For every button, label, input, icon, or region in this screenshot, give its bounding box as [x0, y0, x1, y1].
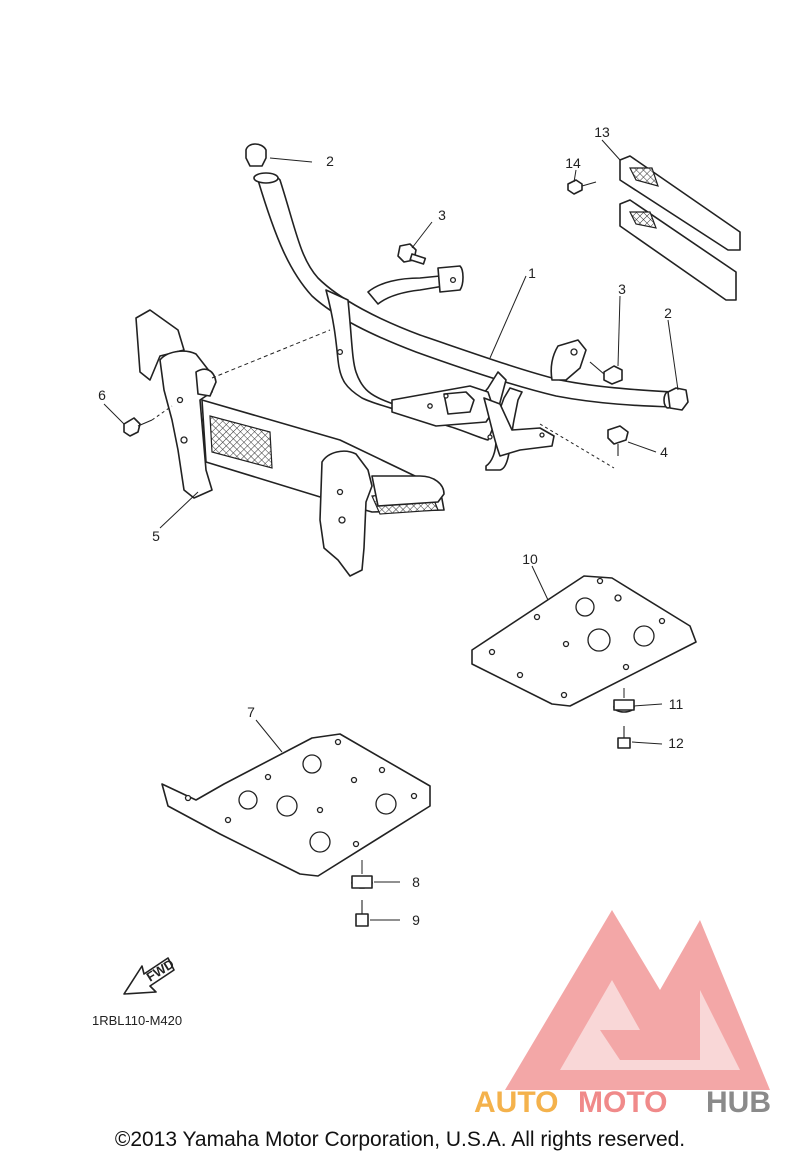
callout-2a: 2: [326, 153, 334, 169]
bolt-part-12: [617, 726, 631, 749]
fwd-label: FWD: [144, 956, 177, 984]
bolt-part-3a: [397, 243, 427, 265]
callout-4: 4: [660, 444, 668, 460]
bolt-part-4: [539, 423, 629, 469]
bolt-part-9: [355, 900, 369, 927]
callout-9: 9: [412, 912, 420, 928]
callout-1: 1: [528, 265, 536, 281]
watermark-text-hub: HUB: [706, 1086, 771, 1119]
callout-5: 5: [152, 528, 160, 544]
callout-3b: 3: [618, 281, 626, 297]
watermark-text: AUTO MOTO HUB: [474, 1086, 771, 1119]
skid-plate-part-10: [471, 575, 697, 707]
collar-part-8: [351, 860, 373, 889]
copyright-notice: ©2013 Yamaha Motor Corporation, U.S.A. A…: [114, 1128, 686, 1151]
bolt-part-3b: [589, 361, 623, 385]
cap-part-2a: [245, 143, 267, 167]
front-guard-part-5: [135, 309, 445, 577]
callout-6: 6: [98, 387, 106, 403]
callout-14: 14: [565, 155, 581, 171]
fwd-arrow: FWD: [123, 956, 177, 995]
collar-part-11: [613, 688, 635, 713]
callout-3a: 3: [438, 207, 446, 223]
callout-8: 8: [412, 874, 420, 890]
leader-lines: [103, 139, 679, 921]
watermark-logo: [505, 910, 770, 1090]
callout-12: 12: [668, 735, 684, 751]
callout-13: 13: [594, 124, 610, 140]
screw-part-14: [567, 179, 597, 195]
watermark-text-auto: AUTO: [474, 1086, 558, 1119]
cap-part-2b: [667, 387, 689, 411]
callout-10: 10: [522, 551, 538, 567]
callout-2b: 2: [664, 305, 672, 321]
watermark-text-moto: MOTO: [578, 1086, 667, 1119]
bracket-part-13: [619, 155, 741, 301]
callout-11: 11: [669, 696, 684, 712]
bumper-frame-part-1: [253, 172, 673, 471]
bolt-part-6: [123, 405, 173, 437]
callout-7: 7: [247, 704, 255, 720]
skid-plate-part-7: [161, 733, 431, 877]
drawing-code: 1RBL110-M420: [92, 1013, 182, 1028]
